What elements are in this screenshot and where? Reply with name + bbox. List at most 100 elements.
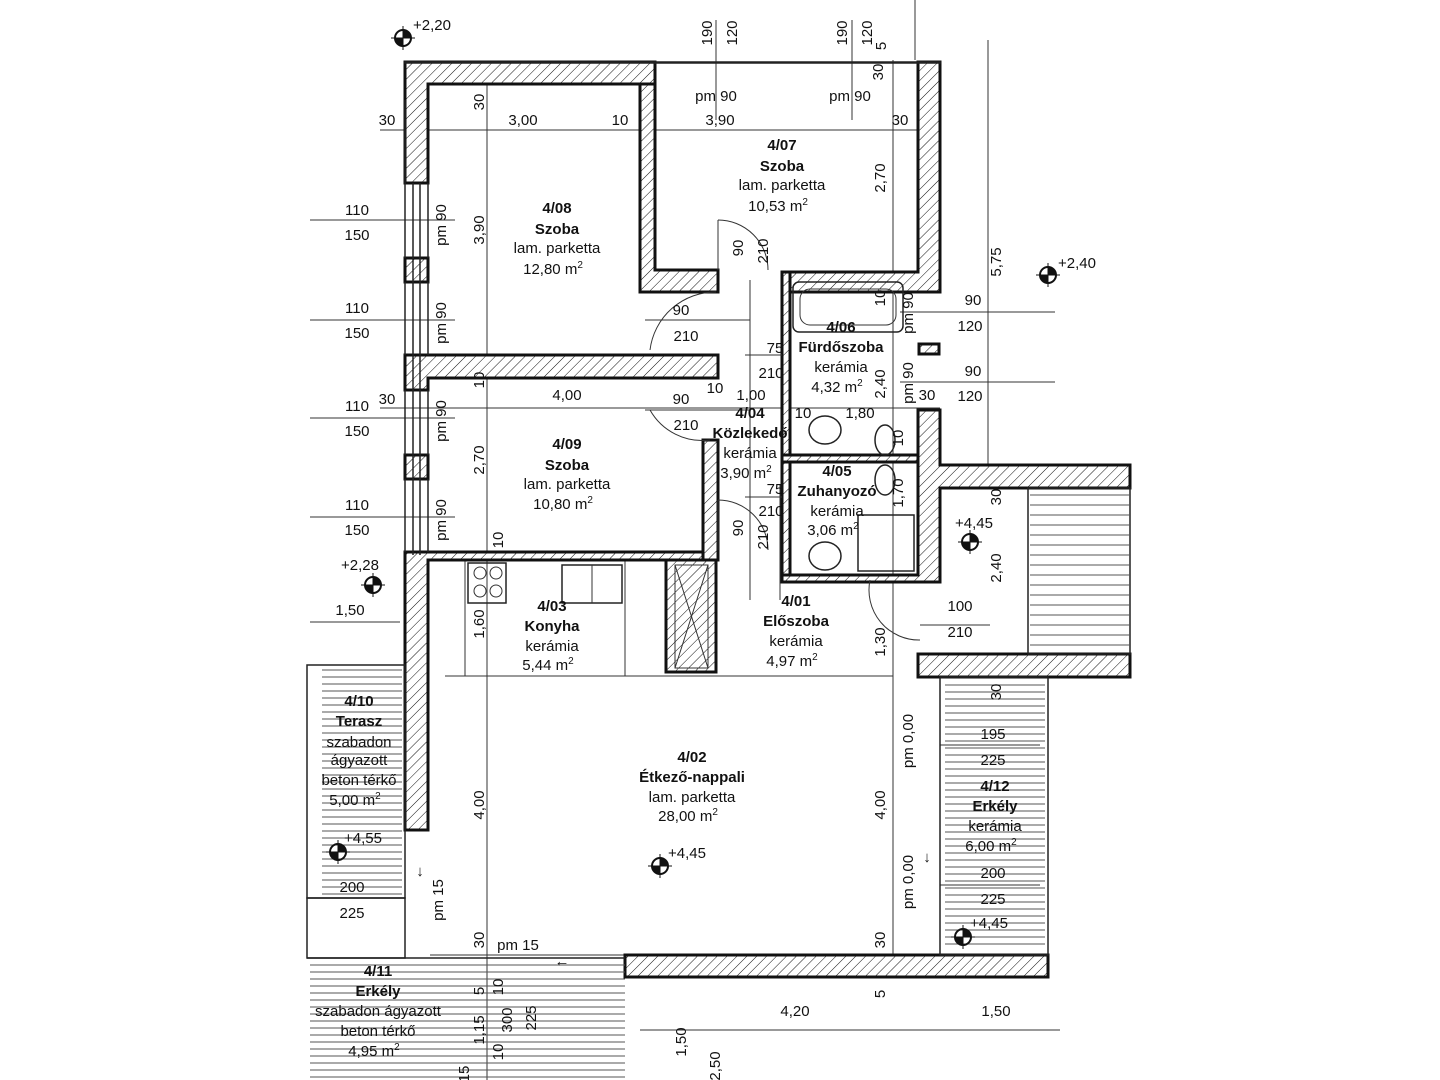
level-label: +2,28 xyxy=(341,557,379,574)
dim-label: 120 xyxy=(724,20,741,45)
room-number: 4/12 xyxy=(980,778,1009,795)
dim-label: 2,70 xyxy=(872,163,889,192)
washbasin xyxy=(808,415,842,445)
dim-label: 4,00 xyxy=(471,790,488,819)
level-marker-icon xyxy=(326,840,350,864)
dim-label: 2,40 xyxy=(872,369,889,398)
dim-label: 3,00 xyxy=(508,112,537,129)
dim-label: 10 xyxy=(490,532,507,549)
window-label: 225 xyxy=(339,905,364,922)
room-number: 4/11 xyxy=(364,963,392,980)
room-4-08: 4/08 Szoba lam. parketta 12,80 m2 xyxy=(514,200,601,278)
dim-label: 4,20 xyxy=(780,1003,809,1020)
room-area: 6,00 m xyxy=(965,838,1011,855)
room-area: 12,80 m xyxy=(523,261,577,278)
svg-text:4,32 m2: 4,32 m2 xyxy=(811,378,863,396)
room-area: 5,00 m xyxy=(329,792,375,809)
room-4-07: 4/07 Szoba lam. parketta 10,53 m2 xyxy=(739,137,826,215)
door-label: 210 xyxy=(758,503,783,520)
window-label: 110 xyxy=(345,300,369,317)
dim-label: 225 xyxy=(523,1005,540,1030)
window-label: 150 xyxy=(344,522,369,539)
washbasin-2 xyxy=(808,541,842,571)
room-4-09: 4/09 Szoba lam. parketta 10,80 m2 xyxy=(524,436,611,513)
door-label: 90 xyxy=(730,520,747,537)
stair-hatch xyxy=(310,494,1130,1078)
svg-text:28,00 m2: 28,00 m2 xyxy=(658,807,718,825)
level-label: +2,40 xyxy=(1058,255,1096,272)
pm-label: pm 90 xyxy=(433,400,450,442)
door-label: 210 xyxy=(755,524,772,549)
door-label: 100 xyxy=(947,598,972,615)
pm-label: pm 0,00 xyxy=(900,714,917,768)
dim-label: 1,60 xyxy=(471,609,488,638)
dim-label: 5 xyxy=(873,42,890,50)
door-label: 210 xyxy=(673,417,698,434)
dim-label: 1,50 xyxy=(981,1003,1010,1020)
room-floor: szabadon xyxy=(326,734,391,751)
arrow-down-icon: ↓ xyxy=(416,863,424,880)
svg-text:10,80 m2: 10,80 m2 xyxy=(533,495,593,513)
dim-label: 30 xyxy=(379,112,396,129)
room-floor: kerámia xyxy=(525,638,579,655)
room-floor: lam. parketta xyxy=(524,476,611,493)
dim-label: 30 xyxy=(872,932,889,949)
dim-label: 10 xyxy=(707,380,724,397)
room-name: Konyha xyxy=(524,618,580,635)
room-area: 10,53 m xyxy=(748,198,802,215)
window-label: 195 xyxy=(980,726,1005,743)
door-label: 75 xyxy=(767,340,784,357)
area-sup: 2 xyxy=(802,197,808,208)
door-label: 75 xyxy=(767,481,784,498)
cooktop xyxy=(467,562,507,604)
dimension-labels-horizontal: 30 3,00 10 3,90 30 4,00 10 1,00 10 1,80 … xyxy=(335,112,1010,1020)
room-number: 4/01 xyxy=(781,593,810,610)
room-4-11: 4/11 Erkély szabadon ágyazott beton térk… xyxy=(315,963,442,1060)
room-floor-3: beton térkő xyxy=(321,772,396,789)
dim-label: 1,15 xyxy=(471,1015,488,1044)
dim-label: 10 xyxy=(490,979,507,996)
level-marker-icon xyxy=(391,26,415,50)
dim-label: 2,40 xyxy=(988,553,1005,582)
level-marker-icon xyxy=(951,925,975,949)
room-floor-2: ágyazott xyxy=(331,752,389,769)
slope-arrows: ↓ ↓ ← xyxy=(416,849,931,970)
door-label: 90 xyxy=(673,302,690,319)
room-name: Szoba xyxy=(545,457,590,474)
room-area: 10,80 m xyxy=(533,496,587,513)
room-name: Közlekedő xyxy=(712,425,787,442)
room-number: 4/04 xyxy=(735,405,765,422)
dim-label: 30 xyxy=(870,64,887,81)
dim-label: 5,75 xyxy=(988,247,1005,276)
door-label: 210 xyxy=(947,624,972,641)
dimension-labels-vertical: 30 3,90 2,70 5,75 2,40 2,70 1,60 1,30 4,… xyxy=(456,94,1005,1080)
room-area: 4,32 m xyxy=(811,379,857,396)
window-label: 110 xyxy=(345,398,369,415)
level-label: +4,45 xyxy=(668,845,706,862)
level-marker-icon xyxy=(361,573,385,597)
window-label: 90 xyxy=(965,292,982,309)
window-label: 110 xyxy=(345,497,369,514)
dim-label: 4,00 xyxy=(872,790,889,819)
room-number: 4/09 xyxy=(552,436,581,453)
room-4-12: 4/12 Erkély kerámia 6,00 m2 xyxy=(965,778,1022,855)
room-floor: kerámia xyxy=(810,503,864,520)
room-area: 28,00 m xyxy=(658,808,712,825)
room-floor: kerámia xyxy=(814,359,868,376)
dim-label: 120 xyxy=(859,20,876,45)
room-name: Szoba xyxy=(535,221,580,238)
parapet-labels: pm 90 pm 90 pm 90 pm 90 pm 90 pm 90 pm 9… xyxy=(430,88,917,954)
window-label: 150 xyxy=(344,325,369,342)
room-number: 4/03 xyxy=(537,598,566,615)
window-label: 90 xyxy=(965,363,982,380)
dim-label: 5 xyxy=(872,990,889,998)
dim-label: 30 xyxy=(379,391,396,408)
room-floor: szabadon ágyazott xyxy=(315,1003,442,1020)
room-floor: kerámia xyxy=(769,633,823,650)
dim-label: 10 xyxy=(612,112,629,129)
room-area: 3,06 m xyxy=(807,522,853,539)
window-label: 200 xyxy=(980,865,1005,882)
room-name: Zuhanyozó xyxy=(797,483,876,500)
pm-label: pm 90 xyxy=(829,88,871,105)
pm-label: pm 90 xyxy=(900,362,917,404)
